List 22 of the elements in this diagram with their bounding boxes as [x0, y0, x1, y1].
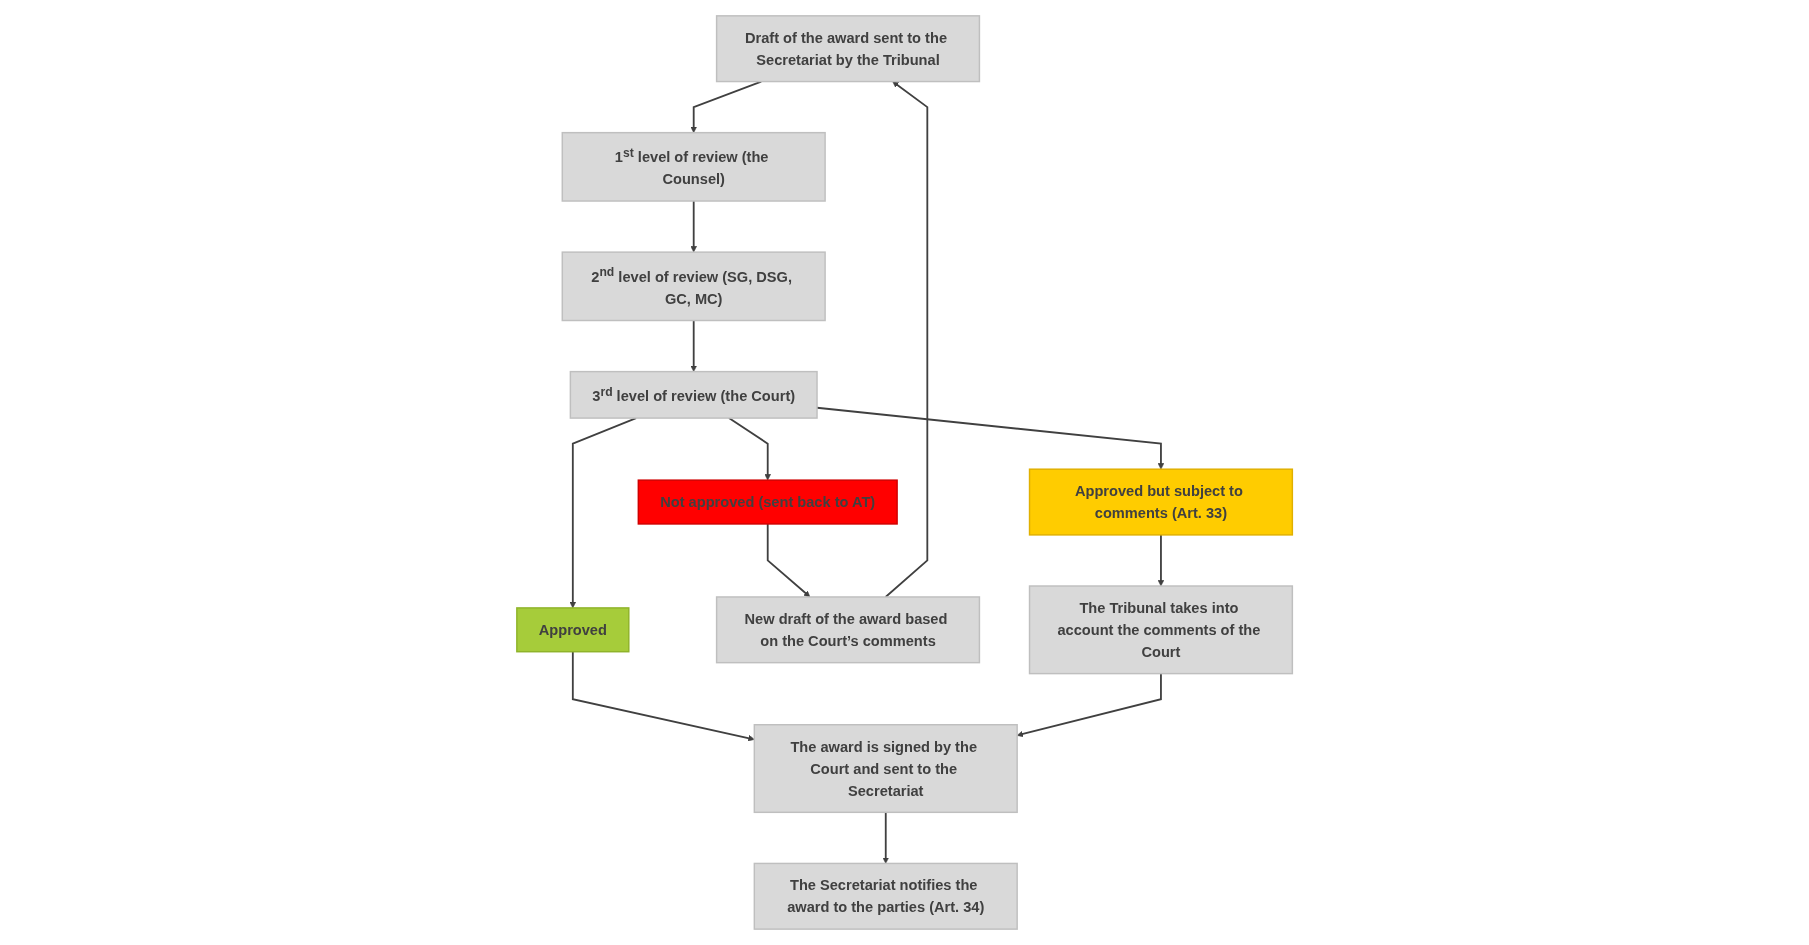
arrow: [571, 650, 755, 742]
arrow: [884, 81, 929, 598]
node-box: New draft of the award based on the Court’s comments: [715, 596, 981, 664]
node-box: 3$^{rd}$ level of review (the Court): [569, 370, 818, 419]
arrow: [690, 200, 697, 253]
arrow: [882, 811, 889, 864]
node-box: 2$^{nd}$ level of review (SG, DSG, GC, MC): [561, 251, 826, 322]
node-box: The Secretariat notifies the award to the parties (Art. 34): [753, 862, 1018, 930]
arrow: [690, 80, 763, 133]
node-box: Draft of the award sent to the Secretariat by the Tribunal: [715, 15, 981, 83]
arrow: [766, 523, 811, 598]
node-box: 1$^{st}$ level of review (the Counsel): [561, 131, 826, 202]
node-box: Not approved (sent back to AT): [637, 479, 898, 525]
node-box: The award is signed by the Court and sent to the Secretariat: [753, 724, 1018, 814]
node-box: Approved but subject to comments (Art. 33): [1028, 468, 1293, 536]
node-box: The Tribunal takes into account the comments of the Court: [1028, 585, 1293, 675]
arrow: [569, 417, 637, 609]
arrow: [690, 319, 697, 372]
arrow: [1157, 534, 1165, 587]
arrow: [727, 417, 771, 481]
node-box: Approved: [516, 607, 630, 653]
arrow: [816, 406, 1165, 470]
